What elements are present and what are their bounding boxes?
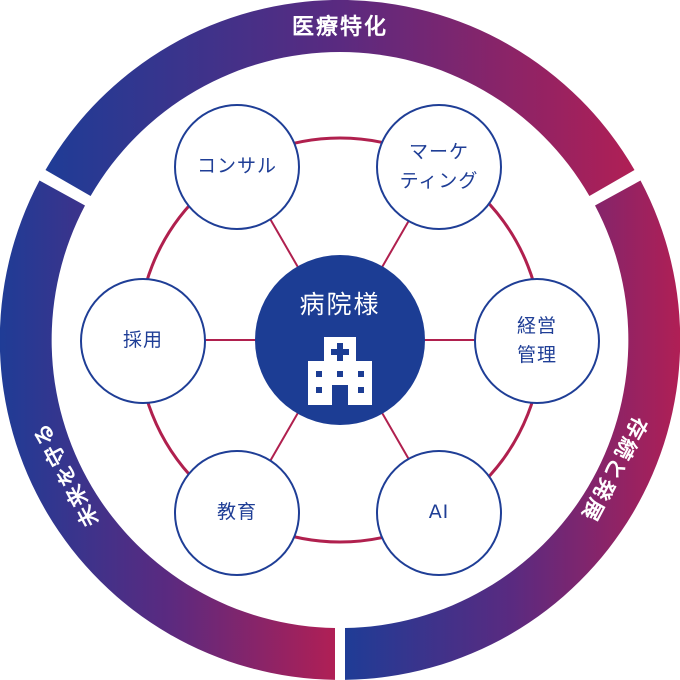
node-label: マーケ ティング — [399, 140, 479, 192]
node-label: 教育 — [216, 501, 257, 524]
node-label: コンサル — [196, 155, 277, 178]
ring-segment-left — [0, 180, 335, 680]
ring-label-top: 医療特化 — [292, 14, 388, 40]
ring-segment-right — [345, 180, 680, 680]
node-education: 教育 — [174, 450, 300, 576]
center-hospital: 病院様 — [255, 255, 425, 425]
node-label: 採用 — [122, 329, 163, 352]
node-label: 経営 管理 — [516, 314, 557, 366]
center-label: 病院様 — [299, 290, 381, 319]
node-management: 経営 管理 — [474, 278, 600, 404]
node-label: AI — [428, 501, 450, 524]
hospital-icon — [308, 337, 372, 405]
node-recruitment: 採用 — [80, 278, 206, 404]
node-marketing: マーケ ティング — [376, 104, 502, 230]
node-consulting: コンサル — [174, 104, 300, 230]
ring-segment-top — [45, 0, 635, 196]
node-ai: AI — [376, 450, 502, 576]
